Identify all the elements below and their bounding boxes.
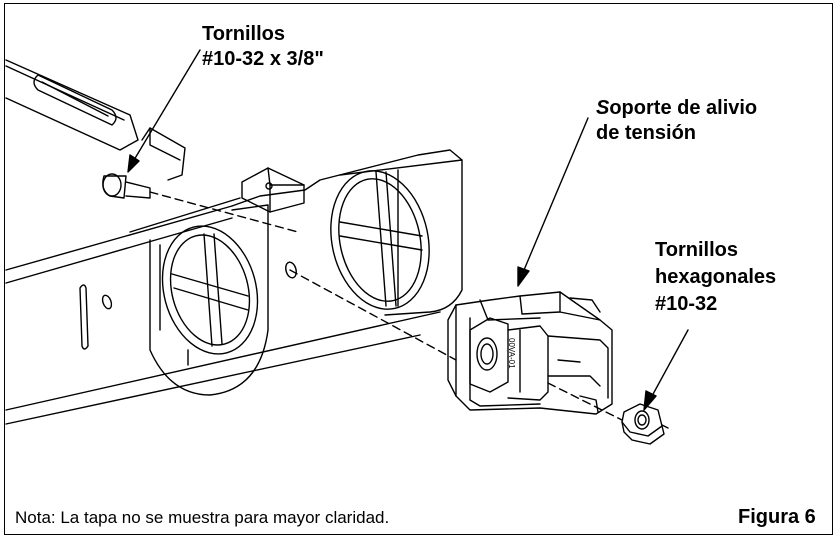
screws-label-line1: Tornillos xyxy=(202,23,285,45)
screws-label-line2: #10-32 x 3/8" xyxy=(202,48,324,70)
screws-label: Tornillos #10-32 x 3/8" xyxy=(202,22,324,72)
part-marking: 00VA-01 xyxy=(507,338,516,369)
hex-nuts-label-line1: Tornillos xyxy=(655,239,738,261)
figure-label: Figura 6 xyxy=(738,506,816,528)
mounting-strap xyxy=(5,59,139,151)
hex-nuts-label-line2: hexagonales xyxy=(655,266,777,288)
figure-frame xyxy=(4,3,833,535)
bracket-label-line1-rest: oporte de alivio xyxy=(609,97,758,119)
leader-screws xyxy=(127,49,201,173)
hex-nut xyxy=(621,403,665,445)
bracket-label: Soporte de alivio de tensión xyxy=(596,96,757,146)
bracket-label-line2: de tensión xyxy=(596,122,697,144)
hex-nuts-label-line3: #10-32 xyxy=(655,293,718,315)
bracket-label-line1: Soporte de alivio xyxy=(596,96,757,121)
leader-nut xyxy=(643,329,689,411)
channel-body xyxy=(5,149,463,425)
knockout-left xyxy=(149,204,269,396)
strain-relief-bracket xyxy=(447,291,613,415)
note-text: Nota: La tapa no se muestra para mayor c… xyxy=(15,508,390,527)
bracket-label-initial: S xyxy=(596,97,610,119)
knockout-right xyxy=(330,159,463,316)
hex-nuts-label: Tornillos hexagonales #10-32 xyxy=(655,237,776,318)
screw xyxy=(102,173,151,199)
leader-bracket xyxy=(517,117,589,287)
assembly-axis xyxy=(149,191,669,429)
